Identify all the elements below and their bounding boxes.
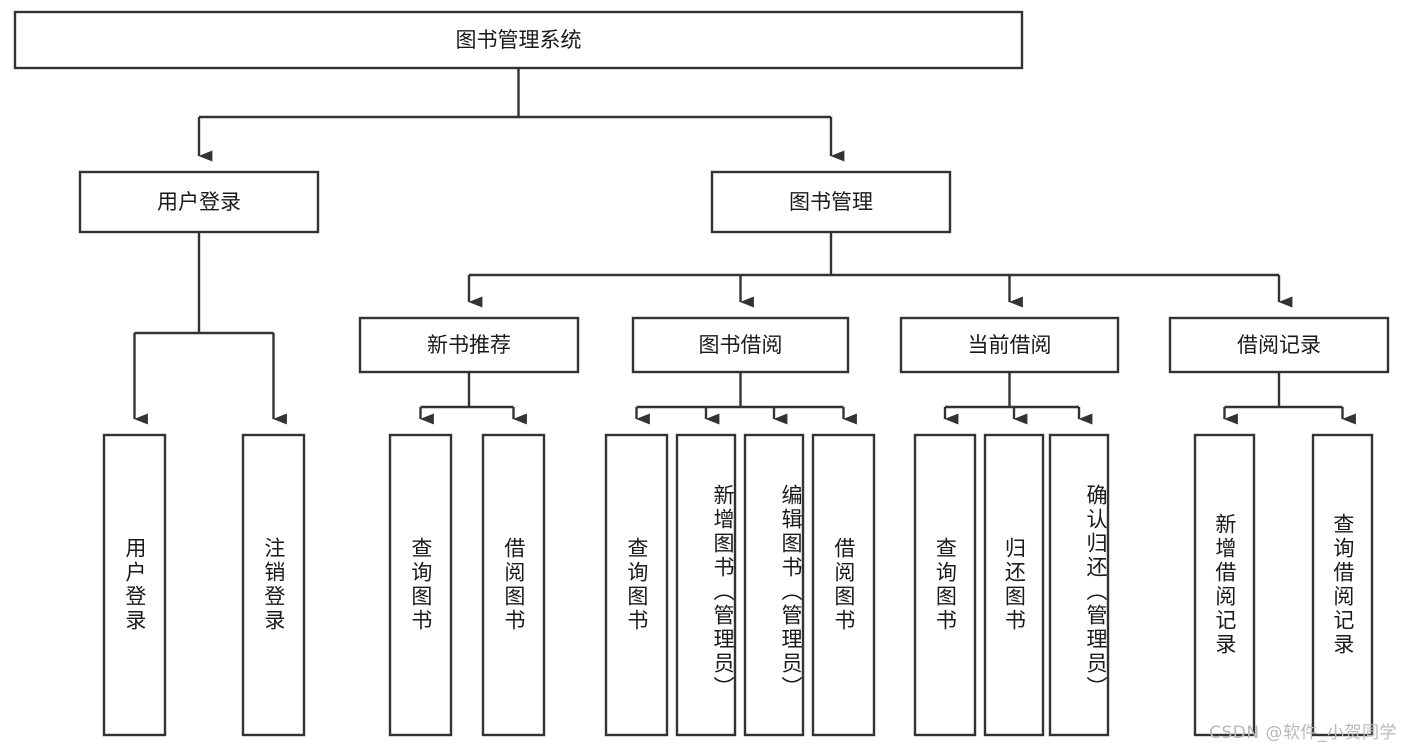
node-user-login[interactable]: 用户登录	[78, 170, 320, 234]
node-leaf-borrow-book-2-box[interactable]	[811, 433, 876, 737]
node-user-login-label: 用户登录	[157, 190, 241, 214]
node-leaf-user-login-box[interactable]	[102, 433, 167, 737]
node-borrow-record-box[interactable]	[1168, 316, 1390, 374]
node-leaf-edit-book-box[interactable]	[743, 433, 805, 737]
connector-group-root	[197, 68, 845, 162]
connector-group-book-manage	[467, 232, 1293, 308]
node-leaf-add-record-box[interactable]	[1193, 433, 1256, 737]
connector-group-user-login	[133, 232, 287, 425]
node-current-borrow[interactable]: 当前借阅	[899, 316, 1120, 374]
node-book-manage-label: 图书管理	[789, 190, 873, 214]
node-leaf-logout-box[interactable]	[241, 433, 306, 737]
node-borrow-record-label: 借阅记录	[1237, 333, 1321, 357]
csdn-watermark: CSDN @软件_小贺同学	[1209, 723, 1397, 743]
node-root-box[interactable]	[13, 10, 1024, 70]
node-book-manage[interactable]: 图书管理	[710, 170, 952, 234]
connector-group-current-borrow	[943, 372, 1093, 425]
node-current-borrow-label: 当前借阅	[968, 333, 1052, 357]
node-new-book-rec[interactable]: 新书推荐	[358, 316, 580, 374]
node-user-login-box[interactable]	[78, 170, 320, 234]
node-leaf-query-book-2-box[interactable]	[604, 433, 669, 737]
node-leaf-add-book-box[interactable]	[675, 433, 737, 737]
node-leaf-query-record-box[interactable]	[1311, 433, 1374, 737]
node-root-label: 图书管理系统	[456, 28, 582, 52]
node-new-book-rec-label: 新书推荐	[427, 333, 511, 357]
node-book-borrow-label: 图书借阅	[699, 333, 783, 357]
node-book-manage-box[interactable]	[710, 170, 952, 234]
node-new-book-rec-box[interactable]	[358, 316, 580, 374]
connector-group-new-book-rec	[419, 372, 527, 425]
node-leaf-confirm-return-box[interactable]	[1048, 433, 1110, 737]
node-book-borrow[interactable]: 图书借阅	[631, 316, 850, 374]
node-leaf-borrow-book-1-box[interactable]	[481, 433, 546, 737]
node-book-borrow-box[interactable]	[631, 316, 850, 374]
node-leaf-return-book-box[interactable]	[983, 433, 1045, 737]
connector-group-borrow-record	[1223, 372, 1356, 425]
connector-group-book-borrow	[635, 372, 857, 425]
node-borrow-record[interactable]: 借阅记录	[1168, 316, 1390, 374]
node-leaf-query-book-1-box[interactable]	[388, 433, 453, 737]
node-root[interactable]: 图书管理系统	[13, 10, 1024, 70]
node-leaf-query-book-3-box[interactable]	[913, 433, 977, 737]
node-current-borrow-box[interactable]	[899, 316, 1120, 374]
